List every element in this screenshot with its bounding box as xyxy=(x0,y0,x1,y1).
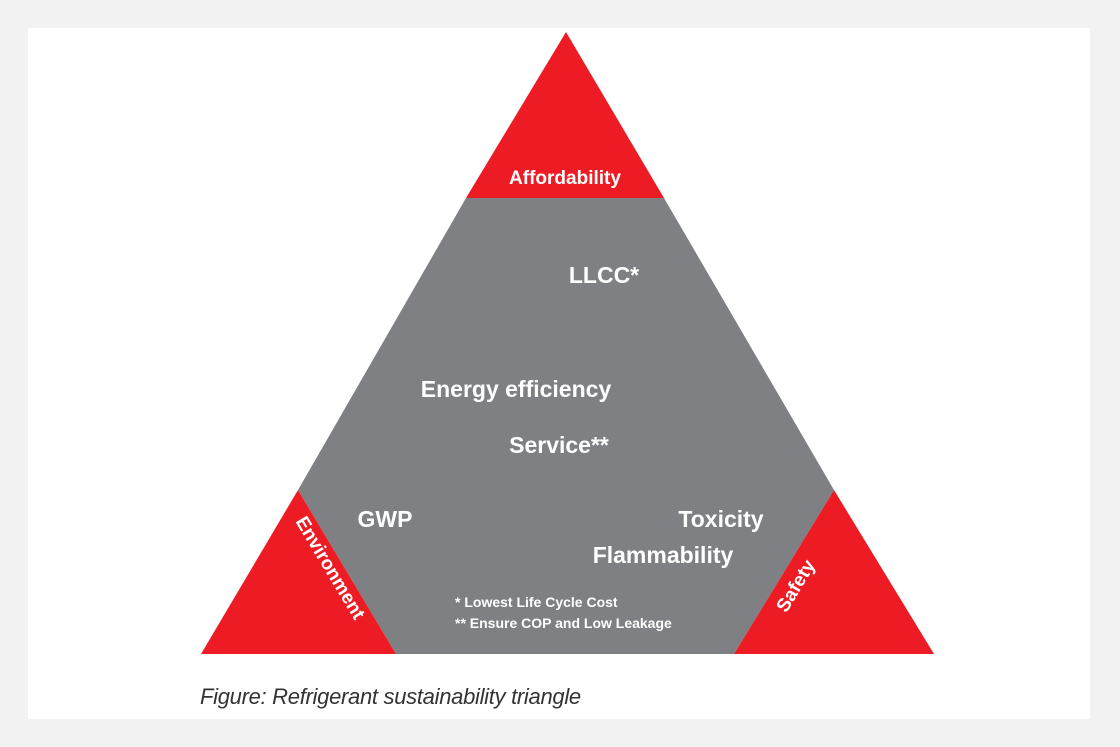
figure-caption: Figure: Refrigerant sustainability trian… xyxy=(200,684,581,709)
corner-label-affordability: Affordability xyxy=(509,168,621,189)
label-flammability: Flammability xyxy=(593,542,734,568)
top-corner-triangle xyxy=(466,32,664,198)
footnote-1: * Lowest Life Cycle Cost xyxy=(455,594,618,610)
label-toxicity: Toxicity xyxy=(678,506,763,532)
right-corner-triangle xyxy=(734,490,934,654)
label-energy-efficiency: Energy efficiency xyxy=(421,376,612,402)
label-service: Service** xyxy=(509,432,609,458)
left-corner-triangle xyxy=(201,490,396,654)
center-region xyxy=(298,198,834,654)
label-llcc: LLCC* xyxy=(569,262,639,288)
footnote-2: ** Ensure COP and Low Leakage xyxy=(455,615,672,631)
label-gwp: GWP xyxy=(358,506,413,532)
